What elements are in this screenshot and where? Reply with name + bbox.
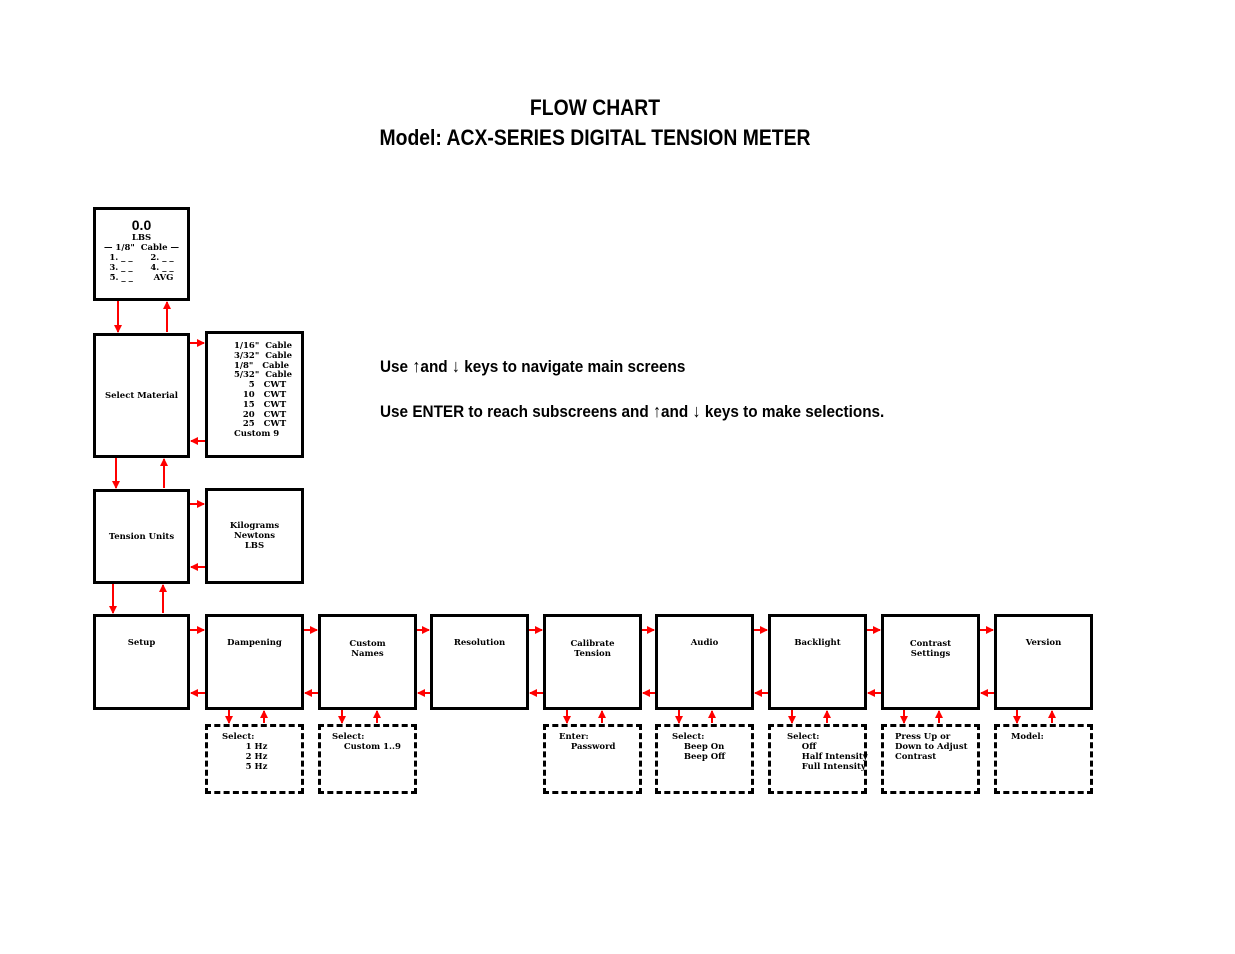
home-cable: — 1/8" Cable — [103, 243, 180, 253]
down-arrow-icon: ↓ [692, 401, 701, 421]
select-material-box: Select Material [93, 333, 190, 458]
dampening-box: Dampening [205, 614, 304, 710]
home-screen-box: 0.0 LBS — 1/8" Cable — 1. _ _ 2. _ _ 3. … [93, 207, 190, 301]
chart-subtitle: Model: ACX-SERIES DIGITAL TENSION METER [379, 125, 811, 150]
materials-subscreen: 1/16" Cable 3/32" Cable 1/8" Cable 5/32"… [205, 331, 304, 458]
contrast-subscreen: Press Up or Down to Adjust Contrast [881, 724, 980, 794]
calibrate-subscreen: Enter: Password [543, 724, 642, 794]
enter-instruction: Use ENTER to reach subscreens and ↑and ↓… [380, 401, 885, 421]
home-reading-row: 1. _ _ 2. _ _ [109, 253, 174, 263]
chart-title: FLOW CHART [529, 95, 661, 120]
home-reading: 0.0 [131, 217, 152, 233]
version-box: Version [994, 614, 1093, 710]
audio-box: Audio [655, 614, 754, 710]
navigation-instruction: Use ↑and ↓ keys to navigate main screens [380, 356, 686, 376]
calibrate-tension-box: Calibrate Tension [543, 614, 642, 710]
backlight-box: Backlight [768, 614, 867, 710]
home-unit: LBS [131, 233, 152, 243]
resolution-box: Resolution [430, 614, 529, 710]
audio-subscreen: Select: Beep On Beep Off [655, 724, 754, 794]
dampening-subscreen: Select: 1 Hz 2 Hz 5 Hz [205, 724, 304, 794]
custom-names-subscreen: Select: Custom 1..9 [318, 724, 417, 794]
up-arrow-icon: ↑ [412, 356, 421, 376]
contrast-settings-box: Contrast Settings [881, 614, 980, 710]
version-subscreen: Model: [994, 724, 1093, 794]
custom-names-box: Custom Names [318, 614, 417, 710]
home-reading-row: 5. _ _ AVG [109, 273, 174, 283]
home-reading-row: 3. _ _ 4. _ _ [109, 263, 174, 273]
down-arrow-icon: ↓ [451, 356, 460, 376]
backlight-subscreen: Select: Off Half Intensity Full Intensit… [768, 724, 868, 794]
tension-units-box: Tension Units [93, 489, 190, 584]
setup-box: Setup [93, 614, 190, 710]
units-subscreen: Kilograms Newtons LBS [205, 488, 304, 584]
up-arrow-icon: ↑ [652, 401, 662, 421]
